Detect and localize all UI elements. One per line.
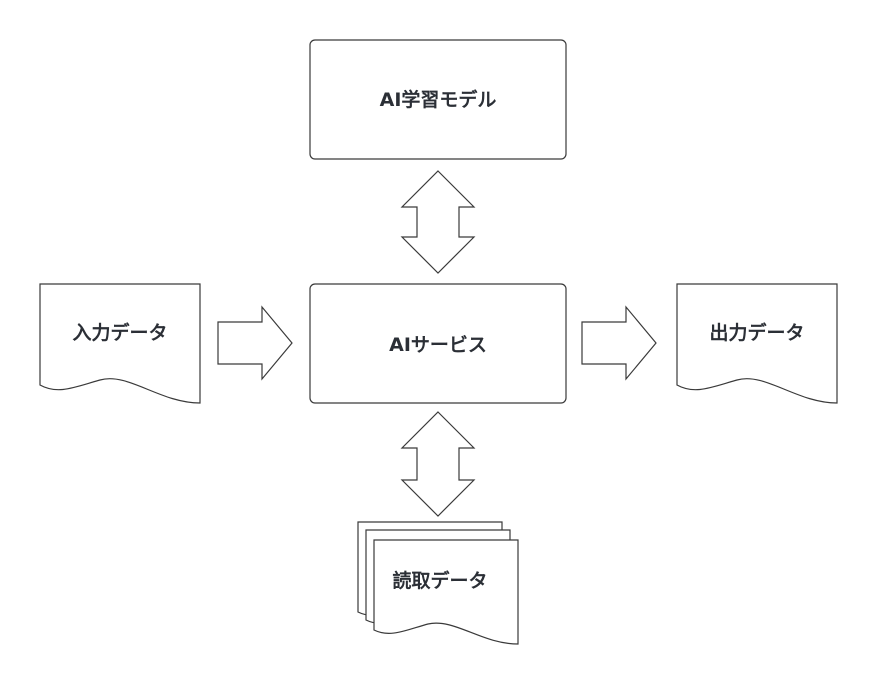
input-data-label: 入力データ: [72, 321, 167, 344]
ai-model-node: AI学習モデル: [309, 39, 567, 160]
read-data-label: 読取データ: [392, 569, 487, 592]
arrow-service-readdata: [400, 411, 476, 517]
read-data-node: 読取データ: [357, 521, 519, 645]
arrow-input-to-service: [217, 305, 293, 381]
arrow-service-to-output: [581, 305, 657, 381]
ai-model-label: AI学習モデル: [380, 88, 497, 111]
output-data-label: 出力データ: [709, 321, 804, 344]
input-data-node: 入力データ: [39, 283, 201, 404]
ai-service-label: AIサービス: [389, 334, 487, 356]
output-data-node: 出力データ: [676, 283, 838, 404]
arrow-model-service: [400, 170, 476, 274]
ai-service-node: AIサービス: [309, 283, 567, 404]
